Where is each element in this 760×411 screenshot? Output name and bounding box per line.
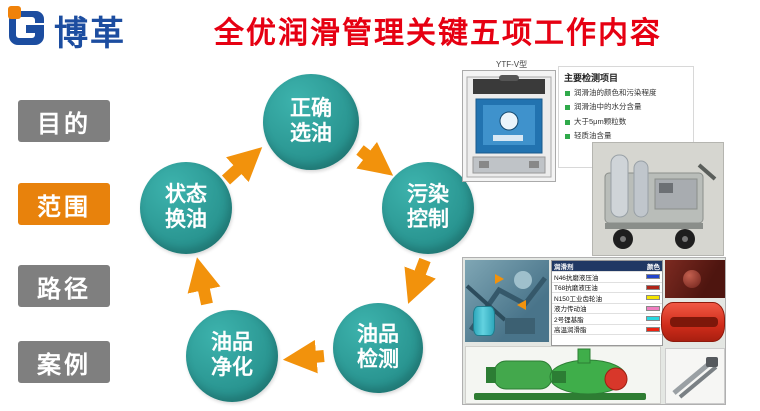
logo-text: 博革 <box>54 15 126 53</box>
oil-barrel <box>473 306 495 336</box>
color-swatch <box>646 316 660 322</box>
arrow-change-to-select <box>221 147 263 185</box>
color-swatch <box>646 295 660 301</box>
color-swatch <box>646 305 660 311</box>
grease-gun-photo <box>665 348 725 404</box>
cycle-step-oil-testing: 油品 检测 <box>333 303 423 393</box>
arrow-control-to-test <box>404 257 436 304</box>
pointer-arrow-icon <box>517 300 526 310</box>
arrow-test-to-purify <box>282 339 325 374</box>
bullet-icon <box>565 105 570 111</box>
pump-photo <box>465 346 661 404</box>
table-row: 液力传动油 <box>552 304 662 314</box>
step-label-line: 油品 <box>211 331 253 355</box>
device-model-label: YTF-V型 <box>496 60 528 69</box>
filter-cart-photo <box>592 142 724 256</box>
step-label-line: 控制 <box>407 208 449 231</box>
oil-drum <box>661 302 725 342</box>
step-label-line: 状态 <box>165 183 207 207</box>
cycle-step-condition-oil-change: 状态 换油 <box>140 162 232 254</box>
table-row: 2号锂基脂 <box>552 314 662 325</box>
bullet-icon <box>565 91 570 96</box>
step-label-line: 净化 <box>211 356 253 379</box>
bullet-icon <box>565 119 570 125</box>
arrow-select-to-control <box>356 141 394 176</box>
oil-tester-photo <box>462 70 556 182</box>
bullet-icon <box>565 134 570 140</box>
step-label-line: 选油 <box>290 122 332 145</box>
step-label-line: 污染 <box>407 183 449 207</box>
drum-band <box>670 317 718 327</box>
lubrication-map-photo: 润滑剂 颜色 N46抗磨液压油 T68抗磨液压油 N150工业齿轮油 液力传动油… <box>462 257 726 405</box>
slide-title: 全优润滑管理关键五项工作内容 <box>214 17 662 50</box>
table-row: N46抗磨液压油 <box>552 272 662 283</box>
color-swatch <box>646 284 660 290</box>
lubricant-table: 润滑剂 颜色 N46抗磨液压油 T68抗磨液压油 N150工业齿轮油 液力传动油… <box>551 260 663 346</box>
bearing-photo <box>665 260 725 298</box>
step-label-line: 正确 <box>290 97 332 121</box>
step-label-line: 油品 <box>357 323 399 347</box>
table-row: 高温润滑脂 <box>552 325 662 335</box>
boge-logo-icon <box>6 4 50 48</box>
list-item: 润滑油中的水分含量 <box>564 102 688 111</box>
step-label-line: 换油 <box>165 208 207 231</box>
cycle-step-contamination-control: 污染 控制 <box>382 162 474 254</box>
color-swatch <box>646 274 660 280</box>
cycle-step-oil-purification: 油品 净化 <box>186 310 278 402</box>
list-item: 轻质油含量 <box>564 131 688 140</box>
table-row: T68抗磨液压油 <box>552 283 662 293</box>
pointer-arrow-icon <box>495 274 504 284</box>
sidebar-item-scope[interactable]: 范围 <box>18 183 110 225</box>
step-label-line: 检测 <box>357 348 399 371</box>
list-item: 润滑油的颜色和污染程度 <box>564 88 688 97</box>
test-items-title: 主要检测项目 <box>564 73 619 83</box>
table-row: N150工业齿轮油 <box>552 293 662 304</box>
arrow-purify-to-change <box>187 257 221 306</box>
cycle-step-correct-oil-selection: 正确 选油 <box>263 74 359 170</box>
bearing-detail <box>683 270 701 288</box>
machinery-photo <box>465 260 549 342</box>
sidebar-item-case[interactable]: 案例 <box>18 341 110 383</box>
sidebar-item-purpose[interactable]: 目的 <box>18 100 110 142</box>
table-header-row: 润滑剂 颜色 <box>552 261 662 272</box>
sidebar-item-path[interactable]: 路径 <box>18 265 110 307</box>
list-item: 大于5μm颗粒数 <box>564 117 688 126</box>
color-swatch <box>646 326 660 332</box>
